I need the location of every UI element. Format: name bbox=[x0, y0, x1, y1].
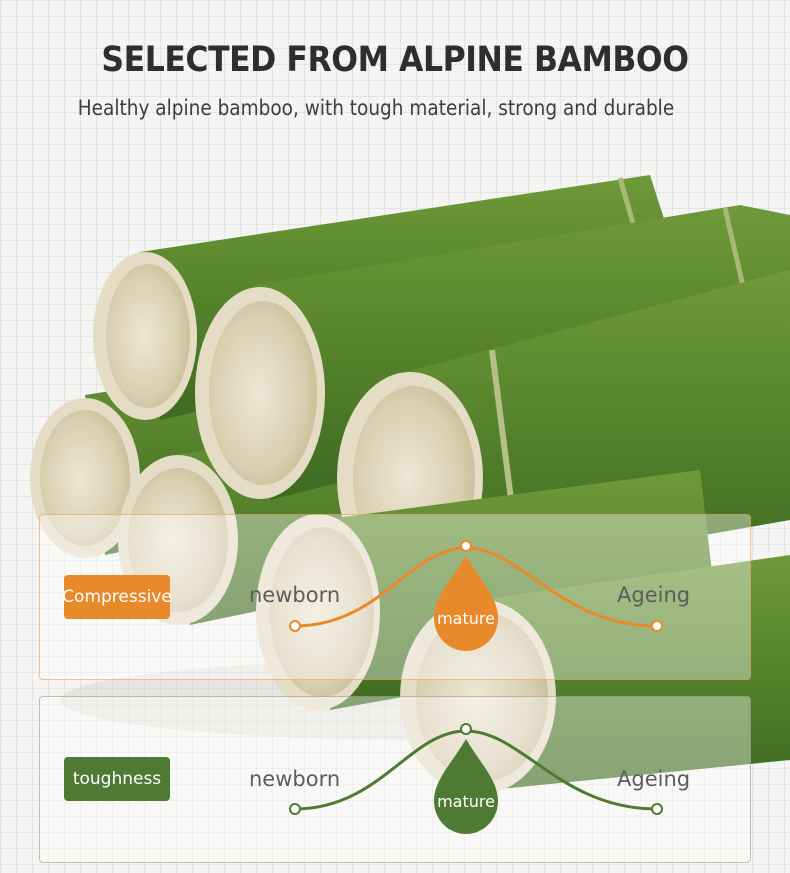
toughness-end-label: Ageing bbox=[617, 767, 691, 791]
compressive-peak-label: mature bbox=[437, 609, 495, 628]
compressive-start-label: newborn bbox=[249, 583, 341, 607]
toughness-tag: toughness bbox=[64, 757, 170, 801]
compressive-end-label: Ageing bbox=[617, 583, 691, 607]
page-subtitle: Healthy alpine bamboo, with tough materi… bbox=[77, 96, 675, 120]
page-title: SELECTED FROM ALPINE BAMBOO bbox=[101, 40, 689, 80]
toughness-start-label: newborn bbox=[249, 767, 341, 791]
water-drop-icon bbox=[434, 739, 498, 834]
toughness-end-point bbox=[651, 803, 663, 815]
bamboo-stalk bbox=[400, 555, 790, 795]
compressive-tag: Compressive bbox=[62, 575, 172, 619]
compressive-end-point bbox=[651, 620, 663, 632]
toughness-start-point bbox=[289, 803, 301, 815]
compressive-peak-point bbox=[460, 540, 472, 552]
compressive-start-point bbox=[289, 620, 301, 632]
toughness-peak-label: mature bbox=[437, 792, 495, 811]
water-drop-icon bbox=[434, 556, 498, 651]
toughness-peak-point bbox=[460, 723, 472, 735]
